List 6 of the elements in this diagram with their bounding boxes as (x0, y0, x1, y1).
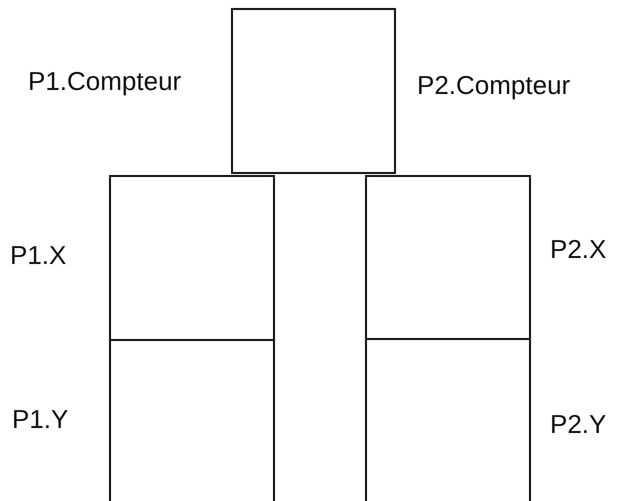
variable-label: P1.X (10, 240, 66, 270)
variable-label: P2.X (550, 234, 606, 264)
variable-label: P2.Compteur (417, 70, 570, 100)
variable-label: P2.Y (550, 409, 606, 439)
variable-label: P1.Compteur (28, 66, 182, 96)
variable-label: P1.Y (12, 404, 68, 434)
